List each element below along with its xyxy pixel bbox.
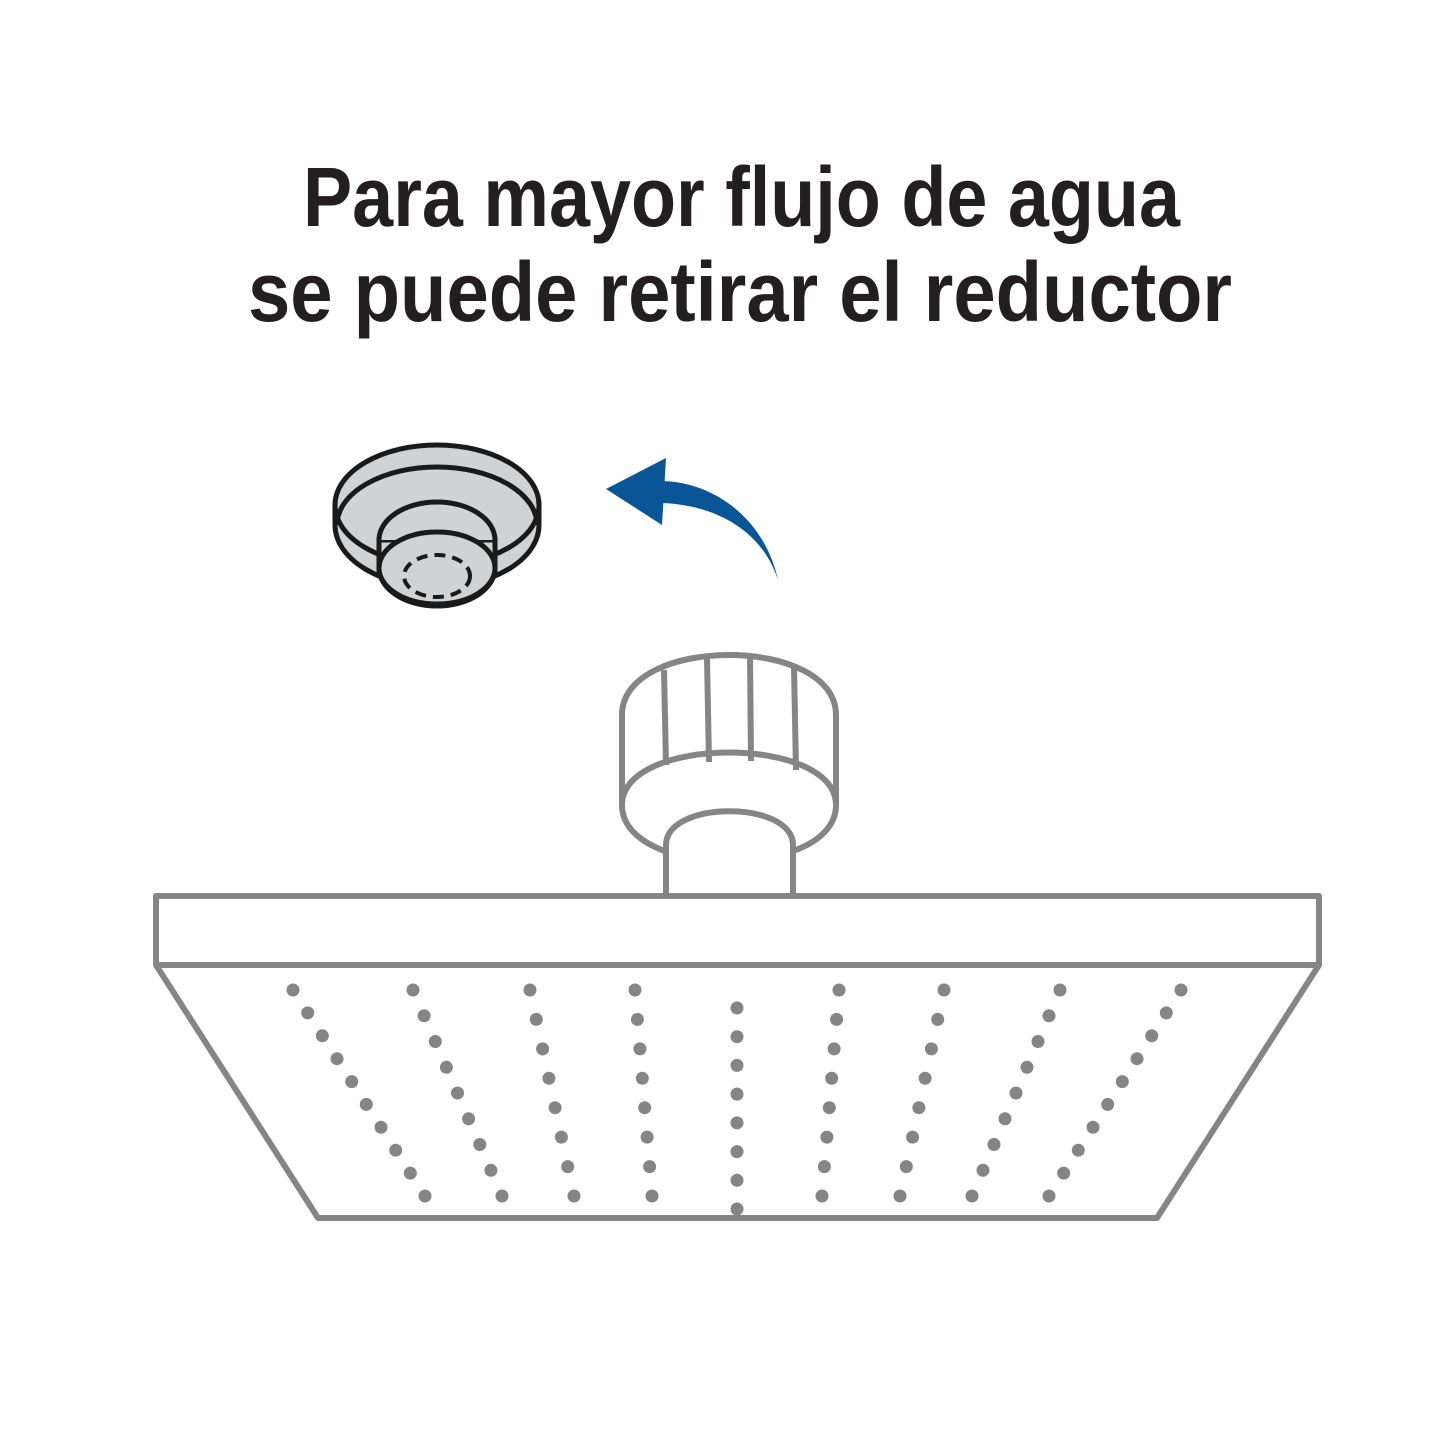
nozzle-dot [937,983,951,997]
nozzle-dot [1057,1166,1071,1180]
nozzle-dot [893,1189,907,1203]
curved-arrow-left-icon [606,458,778,580]
nozzle-dot [484,1163,498,1177]
nozzle-dot [561,1160,575,1174]
heading-line-1: Para mayor flujo de agua [303,150,1181,244]
nozzle-dot [730,1173,744,1187]
nozzle-dot [330,1052,344,1066]
nozzle-dot [730,1087,744,1101]
nozzle-dot [827,1042,841,1056]
nozzle-dot [912,1101,926,1115]
nozzle-dot [918,1071,932,1085]
nozzle-dot [554,1130,568,1144]
nozzle-dot [635,1071,649,1085]
nozzle-dot [451,1086,464,1100]
nozzle-dot [1042,1189,1056,1203]
nozzle-dot [315,1029,329,1043]
nozzle-dot [830,1012,844,1026]
nozzle-dot [633,1042,647,1056]
nozzle-dot [439,1060,453,1074]
nozzle-dot [820,1130,834,1144]
nozzle-dot [1159,1006,1173,1020]
nozzle-dot [495,1189,509,1203]
nozzle-dot [1042,1009,1056,1023]
nozzle-dot [832,983,846,997]
nozzle-dot [822,1101,836,1115]
shower-plate-face [153,963,1322,1221]
connector-nut [619,652,839,895]
nozzle-dot [1071,1143,1085,1157]
nozzle-dot [899,1160,913,1174]
nozzle-dot [548,1101,562,1115]
nozzle-dot [730,1145,744,1159]
nozzle-dot [640,1130,654,1144]
nozzle-dot [965,1189,979,1203]
nozzle-dot [542,1071,556,1085]
nozzle-dot [730,1058,744,1072]
shower-plate-top [153,893,1322,968]
nozzle-dot [1031,1035,1045,1048]
nozzle-dot [1009,1086,1023,1100]
heading: Para mayor flujo de agua se puede retira… [248,150,1232,339]
nozzle-dot [286,983,300,997]
nozzle-grid [286,983,1188,1216]
flow-reducer-icon [332,442,542,609]
square-shower-head-icon [153,652,1322,1221]
heading-line-2: se puede retirar el reductor [248,245,1232,339]
nozzle-dot [1174,983,1188,997]
nozzle-dot [536,1042,550,1056]
nozzle-dot [630,1012,644,1026]
nozzle-dot [906,1130,920,1144]
nozzle-dot [567,1189,581,1203]
nozzle-dot [643,1160,657,1174]
nozzle-dot [998,1112,1012,1126]
nozzle-dot [418,1189,432,1203]
nozzle-dot [815,1189,829,1203]
nozzle-dot [462,1112,476,1126]
nozzle-dot [389,1143,403,1157]
nozzle-dot [406,983,420,997]
nozzle-dot [345,1075,359,1089]
nozzle-dot [1020,1060,1034,1074]
nozzle-dot [417,1009,431,1023]
nozzle-dot [403,1166,417,1180]
nozzle-dot [1053,983,1067,997]
nozzle-dot [1130,1052,1144,1066]
nozzle-dot [1145,1029,1159,1043]
nozzle-dot [931,1012,945,1026]
nozzle-dot [987,1138,1001,1151]
nozzle-dot [976,1163,990,1177]
nozzle-dot [1086,1120,1100,1134]
nozzle-dot [817,1160,831,1174]
nozzle-dot [730,1030,744,1044]
nozzle-dot [730,1202,744,1216]
nozzle-dot [523,983,537,997]
nozzle-dot [924,1042,938,1056]
nozzle-dot [473,1138,487,1151]
nozzle-dot [825,1071,839,1085]
nozzle-dot [730,1001,744,1015]
nozzle-dot [428,1035,442,1048]
nozzle-dot [1101,1097,1115,1111]
nozzle-dot [529,1012,543,1026]
nozzle-dot [628,983,642,997]
nozzle-dot [1115,1075,1129,1089]
nozzle-dot [301,1006,315,1020]
nozzle-dot [730,1116,744,1130]
nozzle-dot [374,1120,388,1134]
nozzle-dot [359,1097,373,1111]
nozzle-dot [638,1101,652,1115]
nozzle-dot [645,1189,659,1203]
